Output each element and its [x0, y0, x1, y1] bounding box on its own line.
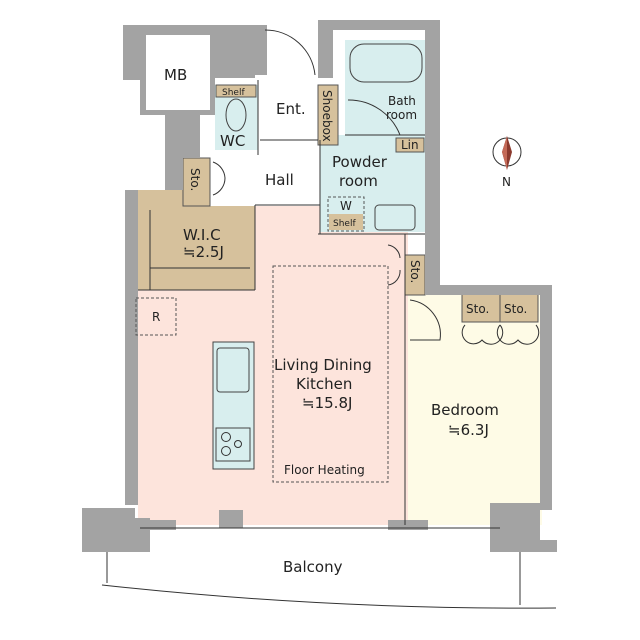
label-storage-ldk: Sto.: [408, 260, 422, 283]
storage-bed-2: [499, 292, 539, 323]
label-bedroom: Bedroom: [431, 401, 499, 419]
label-bedroom-size: ≒6.3J: [448, 421, 489, 439]
label-hall: Hall: [265, 171, 294, 189]
label-shoebox: Shoebox: [320, 90, 334, 142]
partitions: [101, 29, 557, 609]
burner: [221, 446, 231, 456]
label-ldk-1: Living Dining: [274, 356, 372, 374]
burner: [221, 432, 231, 442]
powder-shelf: [329, 214, 363, 230]
label-wc: WC: [220, 132, 245, 150]
label-storage-bed-2: Sto.: [504, 302, 527, 316]
shoebox: [317, 84, 339, 146]
label-ldk-size: ≒15.8J: [302, 394, 352, 412]
label-storage-hall: Sto.: [188, 168, 202, 191]
storage-hall: [182, 157, 211, 207]
compass-icon: [492, 136, 522, 170]
label-mb: MB: [164, 66, 187, 84]
label-powder-2: room: [339, 172, 378, 190]
label-washer: W: [340, 199, 352, 213]
label-powder-shelf: Shelf: [333, 219, 356, 229]
wic-area: [135, 190, 255, 290]
label-wic: W.I.C: [183, 226, 221, 244]
burner: [234, 440, 242, 448]
kitchen-sink: [216, 347, 250, 393]
refrigerator-space: [135, 297, 177, 336]
walls: [82, 20, 557, 552]
bedroom-area: [408, 295, 542, 525]
label-ldk-2: Kitchen: [296, 375, 352, 393]
hall-area: [210, 150, 320, 206]
label-powder-1: Powder: [332, 153, 388, 171]
washer-space: [327, 196, 365, 232]
toilet: [225, 98, 247, 132]
label-bath-2: room: [386, 108, 417, 122]
washbasin: [374, 204, 416, 231]
label-wc-shelf: Shelf: [222, 88, 245, 98]
label-floor-heating: Floor Heating: [284, 463, 365, 477]
label-refrigerator: R: [152, 310, 160, 324]
label-balcony: Balcony: [283, 558, 343, 576]
floor-heating-zone: [272, 265, 389, 483]
wc-shelf: [215, 84, 257, 98]
label-bath-1: Bath: [388, 94, 416, 108]
cooktop: [215, 427, 251, 462]
label-linen: Lin: [401, 138, 419, 152]
compass-label: N: [502, 175, 511, 189]
label-storage-bed-1: Sto.: [466, 302, 489, 316]
label-wic-size: ≒2.5J: [183, 243, 224, 261]
linen: [395, 137, 425, 153]
label-entrance: Ent.: [276, 100, 306, 118]
bathtub: [349, 43, 423, 83]
